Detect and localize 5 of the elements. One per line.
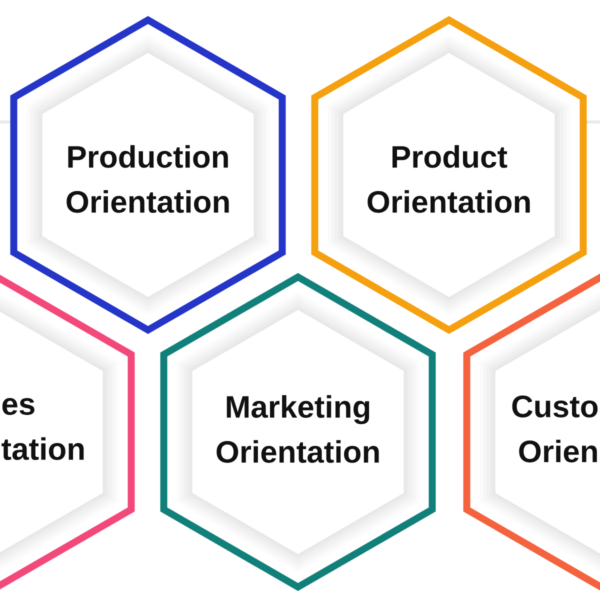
hexagon-label: es tation — [2, 398, 84, 460]
hexagon-label: Production Orientation — [66, 145, 229, 213]
hexagon-label: Product Orientation — [368, 145, 530, 213]
hexagon-label: Marketing Orientation — [216, 395, 379, 463]
hexagon-label: Custo Orien — [512, 396, 598, 462]
